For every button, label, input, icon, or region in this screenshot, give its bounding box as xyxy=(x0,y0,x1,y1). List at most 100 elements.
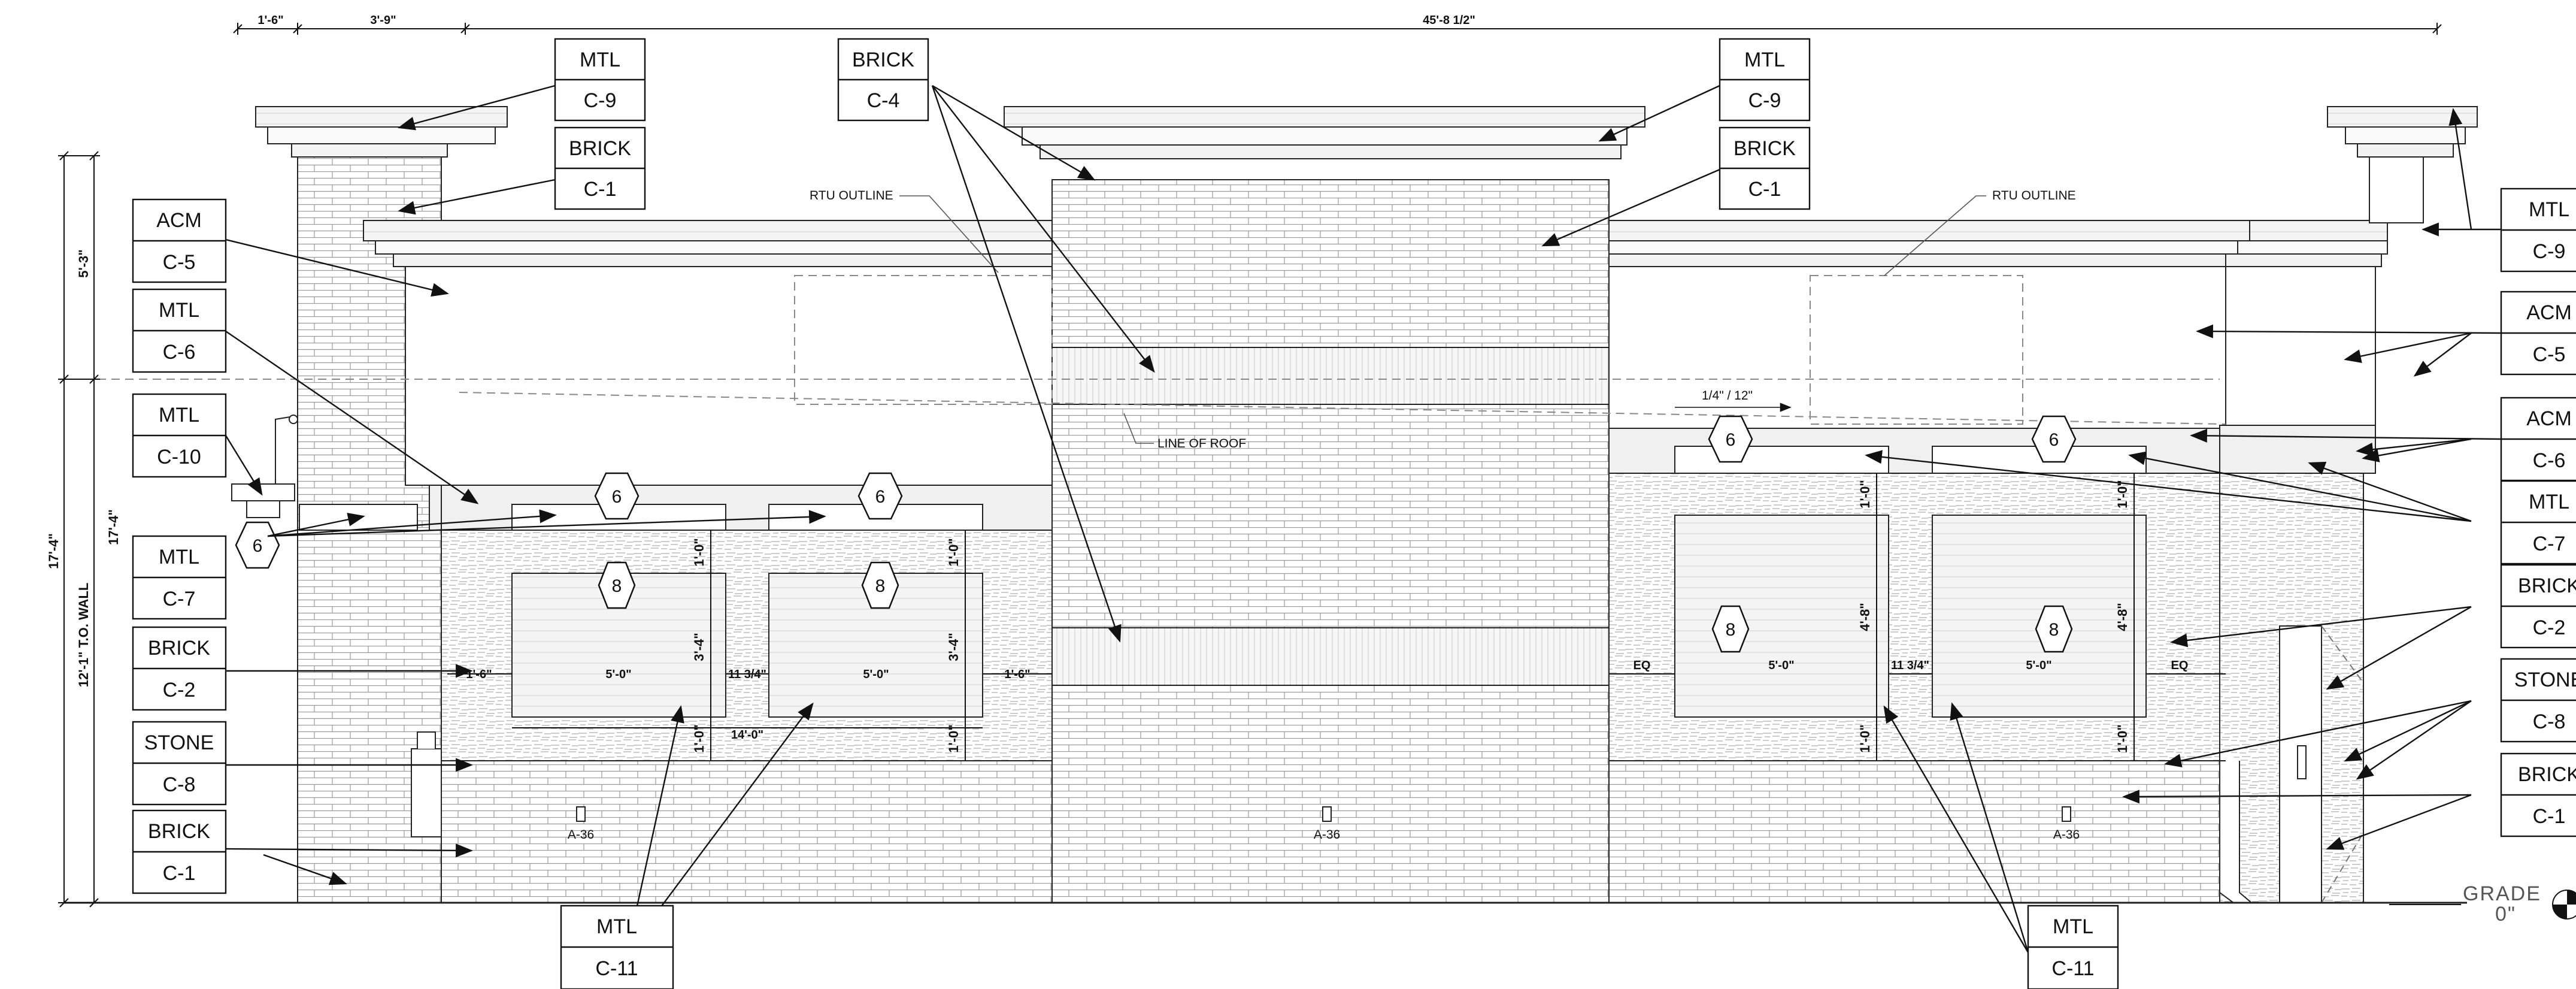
svg-text:STONE: STONE xyxy=(2514,669,2576,691)
hex-tag-6-e: 6 xyxy=(2031,415,2077,463)
svg-text:3'-9": 3'-9" xyxy=(370,14,396,27)
svg-text:5'-0": 5'-0" xyxy=(605,668,631,681)
tag-brick-c4: BRICK C-4 xyxy=(837,38,929,122)
svg-text:1'-0": 1'-0" xyxy=(946,724,961,752)
svg-text:3'-4": 3'-4" xyxy=(946,633,961,661)
svg-text:EQ: EQ xyxy=(1634,659,1651,672)
outlet-2 xyxy=(1322,806,1332,822)
svg-text:MTL: MTL xyxy=(2053,915,2093,938)
svg-text:17'-4": 17'-4" xyxy=(46,533,61,569)
svg-text:MTL: MTL xyxy=(580,49,620,71)
right-canopy-cornice-3 xyxy=(1608,253,2232,267)
svg-text:STONE: STONE xyxy=(144,731,214,754)
svg-text:6: 6 xyxy=(2049,430,2059,450)
note-leaders xyxy=(899,195,1986,444)
svg-text:MTL: MTL xyxy=(159,546,199,568)
svg-text:C-5: C-5 xyxy=(163,251,196,274)
svg-text:A-36: A-36 xyxy=(2053,828,2080,842)
tag-stone-c8-right: STONE C-8 xyxy=(2500,658,2576,743)
svg-text:C-4: C-4 xyxy=(867,89,900,112)
svg-text:C-6: C-6 xyxy=(163,341,196,364)
signage-box-3 xyxy=(1674,446,1889,474)
svg-text:A-36: A-36 xyxy=(568,828,594,842)
svg-text:C-11: C-11 xyxy=(595,957,638,980)
rtu-outlines xyxy=(70,275,2226,425)
right-brick-base xyxy=(1608,760,2226,903)
svg-text:1'-6": 1'-6" xyxy=(466,668,492,681)
svg-text:1'-0": 1'-0" xyxy=(946,538,961,566)
right-vestibule-cornice xyxy=(2249,220,2388,241)
svg-text:MTL: MTL xyxy=(2529,491,2569,513)
detail-refs: A-36 A-36 A-36 xyxy=(568,828,2080,842)
svg-text:12'-1" T.O. WALL: 12'-1" T.O. WALL xyxy=(76,583,91,688)
svg-text:4'-8": 4'-8" xyxy=(1857,603,1872,631)
svg-text:MTL: MTL xyxy=(159,404,199,427)
tag-mtl-c6-left: MTL C-6 xyxy=(132,288,227,373)
svg-text:1'-0": 1'-0" xyxy=(692,724,707,752)
right-pier-cap-mid xyxy=(2345,126,2466,144)
svg-text:MTL: MTL xyxy=(159,299,199,322)
hex-tags: 6 6 6 6 6 8 8 8 xyxy=(235,415,2077,653)
left-canopy-cornice-3 xyxy=(393,253,1053,267)
outlet-1 xyxy=(576,806,586,822)
hex-tag-6-d: 6 xyxy=(1708,415,1753,463)
svg-text:C-2: C-2 xyxy=(2533,616,2566,639)
leader-arrows xyxy=(225,84,2502,953)
svg-text:17'-4": 17'-4" xyxy=(106,509,121,545)
svg-text:1'-0": 1'-0" xyxy=(1857,724,1872,752)
svg-text:MTL: MTL xyxy=(2529,198,2569,221)
right-canopy-cornice xyxy=(1608,220,2274,241)
left-pier-cap-upper xyxy=(255,106,508,128)
tower-band-lower xyxy=(1051,627,1610,686)
svg-text:6: 6 xyxy=(253,536,263,556)
svg-text:MTL: MTL xyxy=(596,915,637,938)
svg-text:1'-0": 1'-0" xyxy=(2115,724,2130,752)
wall-sconce xyxy=(231,483,295,501)
left-acm-band xyxy=(405,266,1053,486)
tag-mtl-c11-right: MTL C-11 xyxy=(2027,905,2119,989)
dimension-text: 1'-6" 3'-9" 45'-8 1/2" 5'-3" 17'-4" 17'-… xyxy=(46,14,2188,753)
hex-tag-8-a: 8 xyxy=(598,561,636,609)
door-handle xyxy=(2297,745,2307,779)
dimension-lines xyxy=(58,23,2442,908)
hex-tag-8-c: 8 xyxy=(1711,605,1750,653)
wall-sconce-arm xyxy=(246,500,280,518)
right-vestibule-band xyxy=(2219,425,2376,474)
svg-text:C-11: C-11 xyxy=(2051,957,2094,980)
hex-tag-8-b: 8 xyxy=(861,561,899,609)
window-3 xyxy=(1674,515,1889,718)
svg-text:ACM: ACM xyxy=(156,209,202,232)
central-brick-tower xyxy=(1051,179,1610,903)
svg-text:3'-4": 3'-4" xyxy=(692,633,707,661)
svg-text:1'-0": 1'-0" xyxy=(1857,480,1872,508)
rtu-outline-right xyxy=(1810,275,2023,425)
roof-slope-note: 1/4" / 12" xyxy=(1702,389,1753,403)
left-brick-base xyxy=(441,760,1053,903)
right-acm-band xyxy=(1608,266,2226,429)
svg-text:C-1: C-1 xyxy=(163,862,196,885)
tower-band-upper xyxy=(1051,347,1610,405)
svg-text:5'-0": 5'-0" xyxy=(863,668,889,681)
window-4 xyxy=(1932,515,2147,718)
svg-text:C-8: C-8 xyxy=(2533,710,2566,733)
right-vestibule-cornice-3 xyxy=(2225,253,2382,267)
svg-text:1'-0": 1'-0" xyxy=(692,538,707,566)
svg-text:BRICK: BRICK xyxy=(852,49,914,71)
gas-meter xyxy=(411,748,442,837)
svg-text:C-8: C-8 xyxy=(163,773,196,796)
rtu-outline-right-note: RTU OUTLINE xyxy=(1992,189,2076,202)
svg-text:14'-0": 14'-0" xyxy=(731,728,763,742)
svg-text:5'-0": 5'-0" xyxy=(1768,659,1794,672)
svg-text:5'-3": 5'-3" xyxy=(76,249,91,277)
